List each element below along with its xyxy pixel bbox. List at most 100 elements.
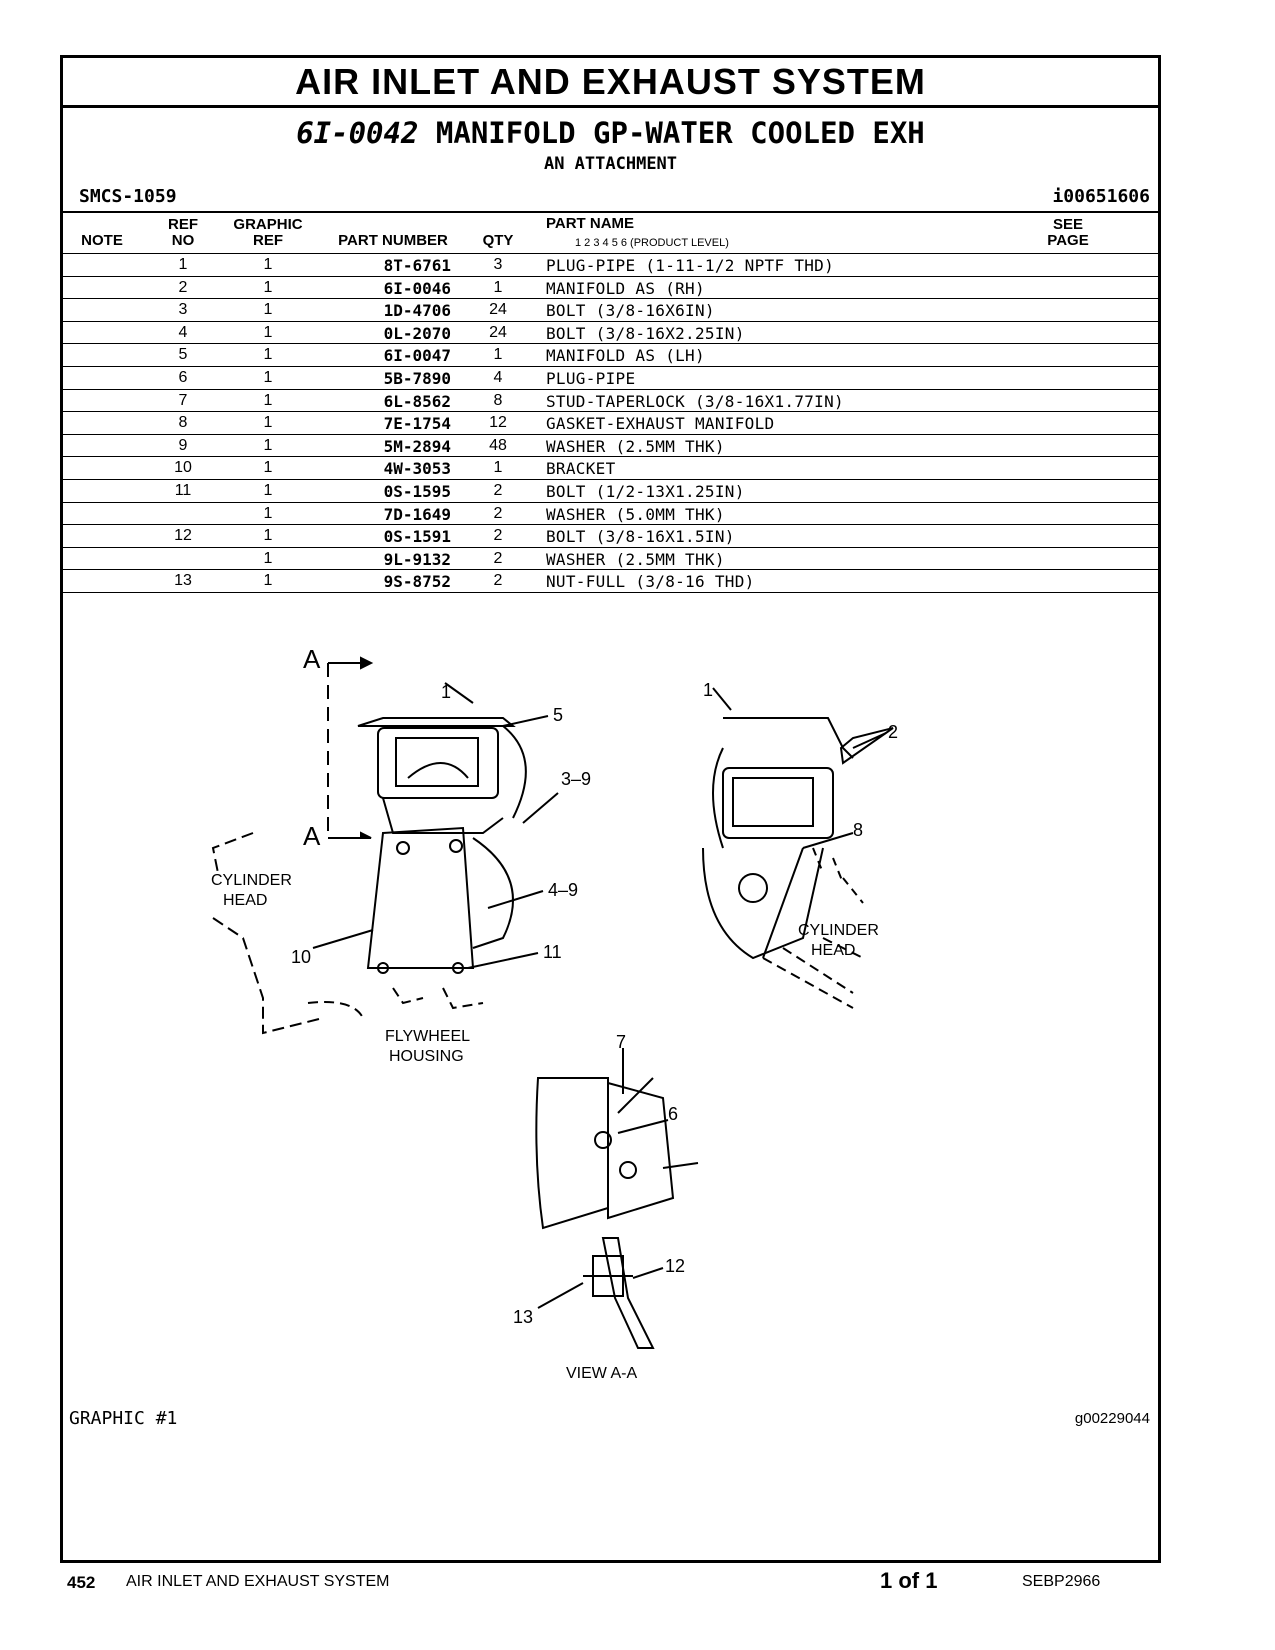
label-flywheel-1: FLYWHEEL [385,1028,470,1045]
part-name: WASHER (2.5MM THK) [546,436,725,456]
callout-1: 1 [441,682,451,702]
part-number: 7D-1649 [383,504,451,524]
part-number: 0S-1595 [383,481,451,501]
part-number: 4W-3053 [383,459,451,479]
part-number: 6L-8562 [383,391,451,411]
part-name: STUD-TAPERLOCK (3/8-16X1.77IN) [546,391,844,411]
graphic-id: g00229044 [1074,1410,1150,1427]
table-row: 12 1 0S-1591 2 BOLT (3/8-16X1.5IN) [63,525,1158,548]
label-cylinder-head-left-1: CYLINDER [211,872,292,889]
part-name: WASHER (2.5MM THK) [546,549,725,569]
graphic-ref: 1 [263,368,273,386]
callout-11: 11 [543,942,562,962]
graphic-ref: 1 [263,527,273,545]
qty: 2 [493,504,503,522]
callout-12: 12 [665,1256,685,1276]
col-graphic-line2: REF [253,232,283,249]
ref-no: 12 [174,527,192,545]
group-title: 6I-0042 MANIFOLD GP-WATER COOLED EXH [63,116,1158,150]
document-number: SEBP2966 [1022,1573,1101,1590]
col-ref-line1: REF [168,216,198,233]
callout-10: 10 [291,947,311,967]
label-cylinder-head-right-1: CYLINDER [798,922,879,939]
section-mark-top: A [303,644,321,674]
part-name: BOLT (3/8-16X1.5IN) [546,527,735,547]
part-number: 8T-6761 [383,256,451,275]
label-cylinder-head-right-2: HEAD [811,942,855,959]
part-name: PLUG-PIPE (1-11-1/2 NPTF THD) [546,256,835,275]
part-number: 6I-0047 [383,346,451,366]
footer-section: AIR INLET AND EXHAUST SYSTEM [126,1573,390,1590]
section-view [535,1048,699,1349]
qty: 2 [493,572,503,590]
part-name: BOLT (1/2-13X1.25IN) [546,481,745,501]
graphic-ref: 1 [263,481,273,499]
graphic-ref: 1 [263,459,273,477]
ref-no: 11 [174,481,192,499]
page-title: AIR INLET AND EXHAUST SYSTEM [63,58,1158,108]
qty: 3 [493,256,503,273]
graphic-ref: 1 [263,323,273,341]
graphic-ref: 1 [263,391,273,409]
ref-no: 8 [178,414,188,432]
part-number: 5M-2894 [383,436,451,456]
left-assembly [211,656,559,1035]
part-number: 9S-8752 [383,572,451,592]
attachment-label: AN ATTACHMENT [543,154,678,174]
ref-no: 2 [178,278,188,296]
ref-no: 4 [178,323,188,341]
col-see-page: SEE PAGE [1043,217,1093,249]
part-name: MANIFOLD AS (RH) [546,278,705,298]
section-mark-bottom: A [303,821,321,851]
part-number: 0L-2070 [383,323,451,343]
graphic-ref: 1 [263,301,273,319]
part-name: BRACKET [546,459,616,479]
ref-no: 9 [178,436,188,454]
graphic-ref: 1 [263,549,273,567]
part-name: WASHER (5.0MM THK) [546,504,725,524]
divider [63,253,1158,254]
ref-no: 10 [174,459,192,477]
part-number: 9L-9132 [383,549,451,569]
part-number: 0S-1591 [383,527,451,547]
part-name: NUT-FULL (3/8-16 THD) [546,572,755,592]
qty: 8 [493,391,503,409]
page-count: 1 of 1 [880,1568,938,1593]
group-part-number: 6I-0042 [296,116,419,150]
qty: 24 [489,301,507,319]
page-number: 452 [67,1573,96,1592]
callout-5: 5 [553,705,563,725]
product-level: 1 2 3 4 5 6 (PRODUCT LEVEL) [575,237,729,249]
graphic-ref: 1 [263,346,273,364]
callout-1-right: 1 [703,680,713,700]
ref-no: 5 [178,346,188,364]
graphic-label: GRAPHIC #1 [69,1408,178,1429]
graphic-ref: 1 [263,572,273,590]
callout-6: 6 [668,1104,678,1124]
graphic-ref: 1 [263,256,273,273]
callout-8: 8 [853,820,863,840]
callout-3-9: 3–9 [561,769,591,789]
label-cylinder-head-left-2: HEAD [223,892,267,909]
col-graphic-ref: GRAPHIC REF [223,217,313,249]
ref-no: 3 [178,301,188,319]
callout-13: 13 [513,1307,533,1327]
part-name: MANIFOLD AS (LH) [546,346,705,366]
qty: 2 [493,527,503,545]
col-part-number: PART NUMBER [338,232,448,249]
qty: 24 [489,323,507,341]
qty: 12 [489,414,507,432]
